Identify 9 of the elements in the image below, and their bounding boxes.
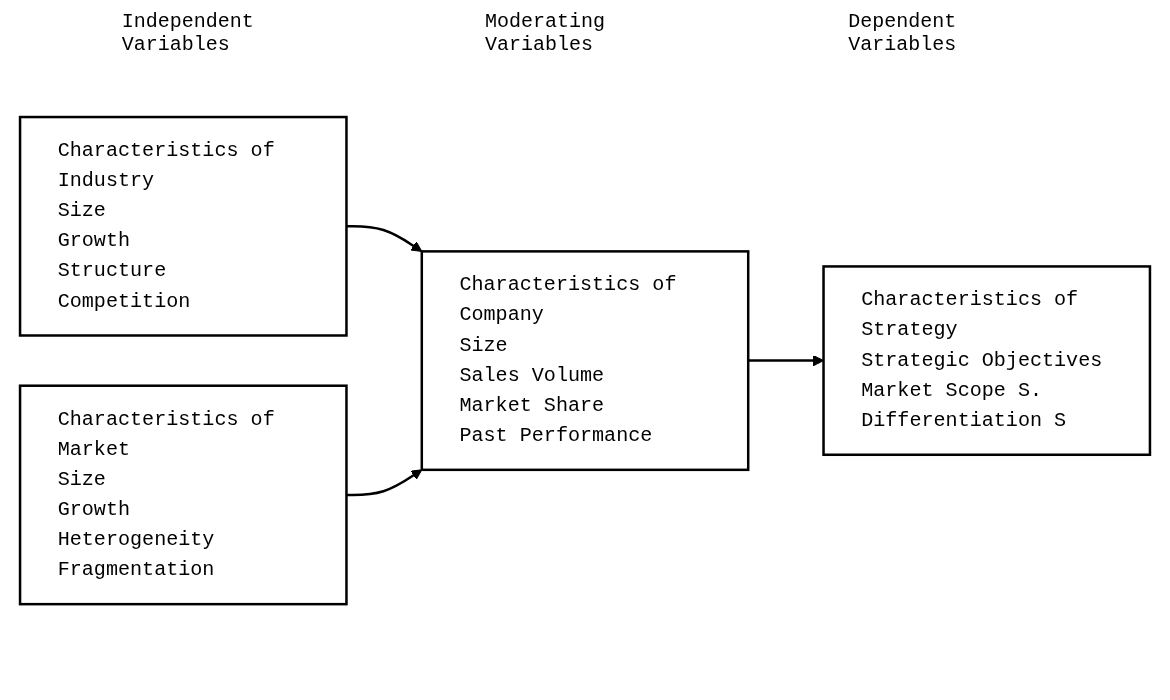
node-box: Characteristics of Strategy Strategic Objectives Market Scope S. Differentiation S	[822, 265, 1152, 457]
column-heading: Dependent Variables	[848, 10, 958, 56]
column-heading: Independent Variables	[121, 10, 255, 56]
column-heading: Moderating Variables	[485, 10, 606, 56]
node-box: Characteristics of Market Size Growth Heterogeneity Fragmentation	[18, 384, 348, 606]
arrow	[346, 469, 423, 497]
node-box: Characteristics of Industry Size Growth Structure Competition	[18, 116, 348, 338]
arrow	[346, 225, 423, 253]
node-box: Characteristics of Company Size Sales Volume Market Share Past Performance	[420, 250, 750, 472]
